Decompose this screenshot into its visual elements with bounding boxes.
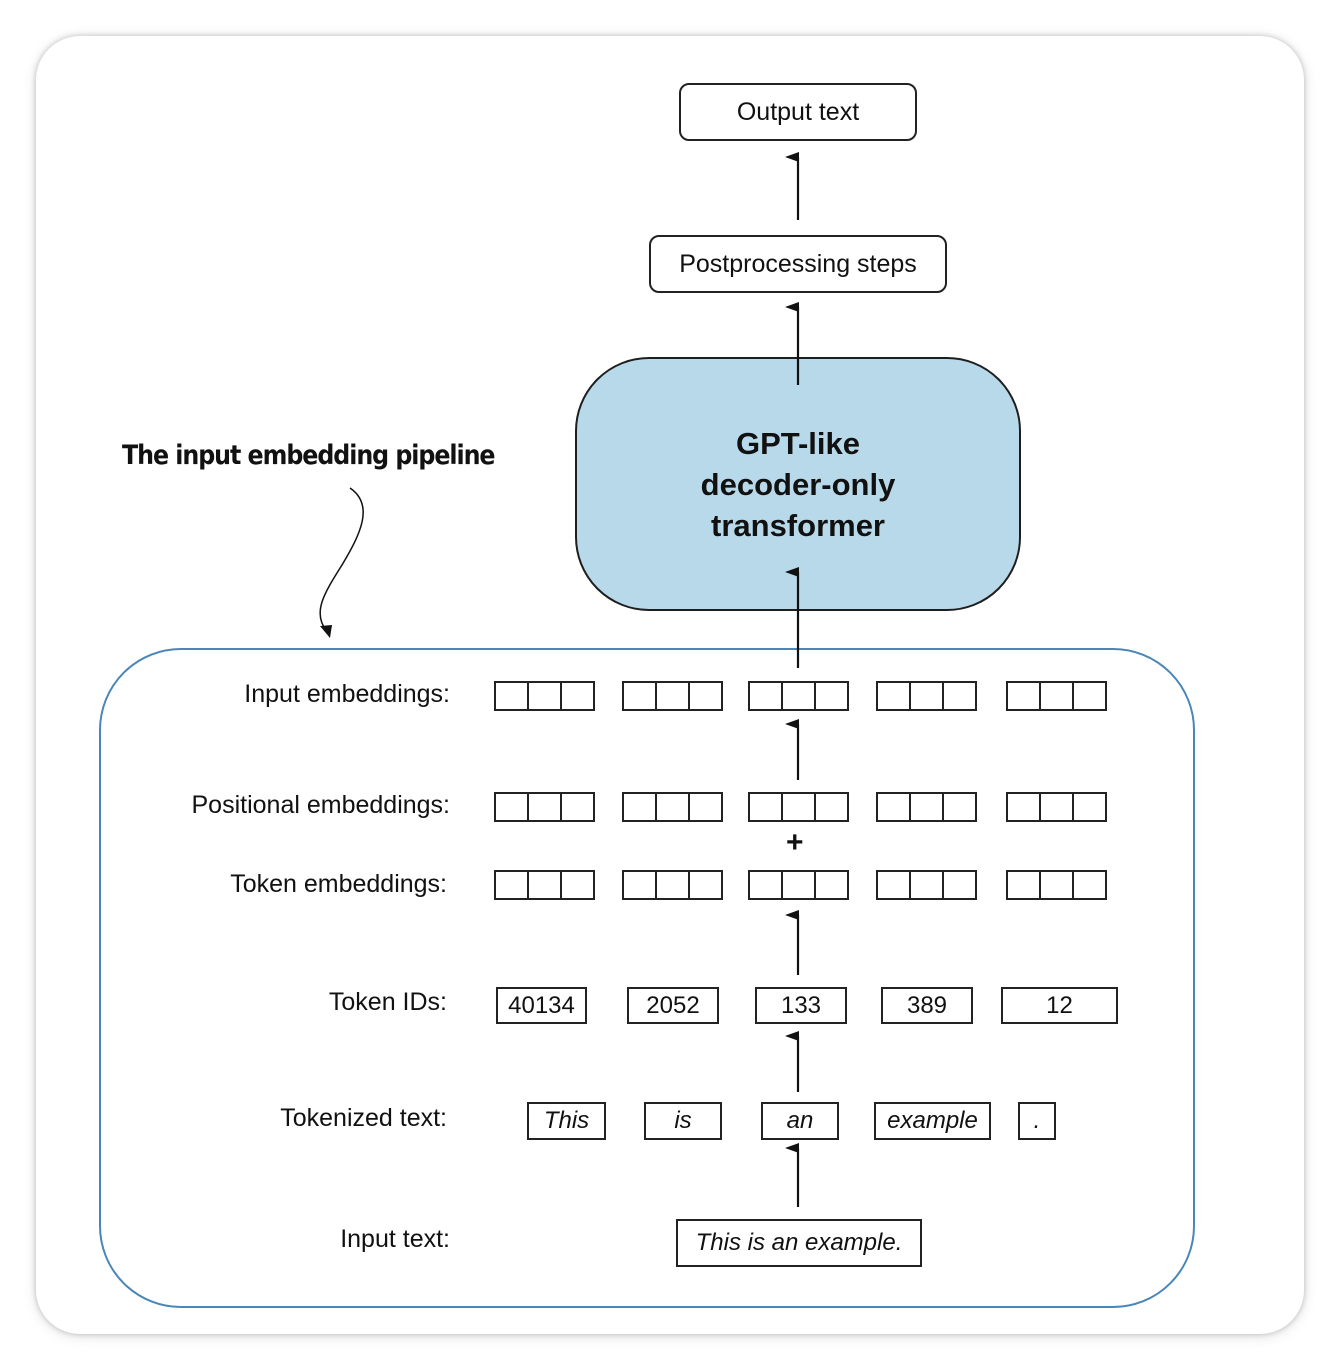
embedding-cell: [622, 870, 657, 900]
token-id-box: 2052: [627, 987, 719, 1024]
token-embedding-vector: [748, 870, 849, 900]
token-id-value: 133: [780, 991, 822, 1019]
label-input-embeddings: Input embeddings:: [244, 680, 450, 708]
embedding-cell: [688, 870, 723, 900]
token-text: .: [1033, 1107, 1041, 1134]
token-box: .: [1018, 1102, 1056, 1140]
token-id-box: 12: [1001, 987, 1118, 1024]
output-text-box: Output text: [679, 83, 917, 141]
transformer-label-line3: transformer: [711, 507, 885, 543]
embedding-cell: [688, 681, 723, 711]
input-embedding-vector: [748, 681, 849, 711]
token-box: an: [761, 1102, 839, 1140]
embedding-cell: [942, 681, 977, 711]
curved-pointer-arrow: [319, 487, 364, 631]
embedding-cell: [876, 681, 911, 711]
label-positional-embeddings: Positional embeddings:: [191, 791, 451, 819]
token-text: an: [786, 1107, 814, 1134]
input-text-box: This is an example.: [676, 1219, 922, 1267]
input-embedding-vector: [1006, 681, 1107, 711]
input-embedding-vector: [494, 681, 595, 711]
token-box: This: [527, 1102, 606, 1140]
embedding-cell: [1072, 792, 1107, 822]
embedding-cell: [527, 792, 562, 822]
token-text: is: [674, 1107, 692, 1134]
label-tokenized-text: Tokenized text:: [280, 1104, 447, 1132]
embedding-cell: [1072, 870, 1107, 900]
embedding-cell: [688, 792, 723, 822]
postprocessing-label: Postprocessing steps: [679, 249, 917, 278]
plus-sign: +: [786, 826, 804, 859]
token-text: This: [543, 1107, 590, 1134]
input-text-value: This is an example.: [695, 1229, 903, 1256]
positional-embedding-vector: [748, 792, 849, 822]
token-id-box: 133: [755, 987, 847, 1024]
token-id-value: 389: [906, 991, 948, 1019]
embedding-cell: [814, 792, 849, 822]
embedding-cell: [655, 681, 690, 711]
token-embedding-vector: [622, 870, 723, 900]
label-token-ids: Token IDs:: [328, 988, 447, 1016]
postprocessing-box: Postprocessing steps: [649, 235, 947, 293]
embedding-cell: [560, 870, 595, 900]
token-id-value: 40134: [508, 991, 575, 1019]
token-embedding-vector: [494, 870, 595, 900]
label-input-text: Input text:: [340, 1225, 450, 1253]
embedding-cell: [814, 870, 849, 900]
token-embedding-vector: [876, 870, 977, 900]
embedding-cell: [942, 792, 977, 822]
token-box: example: [874, 1102, 991, 1140]
embedding-cell: [494, 792, 529, 822]
pipeline-title: The input embedding pipeline: [122, 440, 496, 471]
positional-embedding-vector: [1006, 792, 1107, 822]
positional-embedding-vector: [622, 792, 723, 822]
embedding-cell: [494, 681, 529, 711]
token-id-value: 2052: [646, 991, 700, 1019]
input-embedding-vector: [622, 681, 723, 711]
token-embedding-vector: [1006, 870, 1107, 900]
token-text: example: [887, 1107, 978, 1134]
token-id-box: 389: [881, 987, 973, 1024]
curved-pointer-head: [320, 625, 332, 638]
positional-embedding-vector: [494, 792, 595, 822]
output-text-label: Output text: [736, 97, 860, 126]
token-box: is: [644, 1102, 722, 1140]
embedding-cell: [942, 870, 977, 900]
positional-embedding-vector: [876, 792, 977, 822]
embedding-cell: [814, 681, 849, 711]
embedding-cell: [1072, 681, 1107, 711]
token-id-box: 40134: [496, 987, 587, 1024]
embedding-cell: [527, 870, 562, 900]
embedding-cell: [560, 681, 595, 711]
input-embedding-vector: [876, 681, 977, 711]
embedding-cell: [781, 681, 816, 711]
label-token-embeddings: Token embeddings:: [230, 870, 447, 898]
transformer-label-line2: decoder-only: [700, 466, 896, 502]
embedding-cell: [560, 792, 595, 822]
embedding-cell: [494, 870, 529, 900]
embedding-cell: [1006, 870, 1041, 900]
token-id-value: 12: [1046, 991, 1073, 1019]
transformer-label-line1: GPT-like: [735, 425, 861, 461]
pipeline-frame: [99, 648, 1195, 1308]
